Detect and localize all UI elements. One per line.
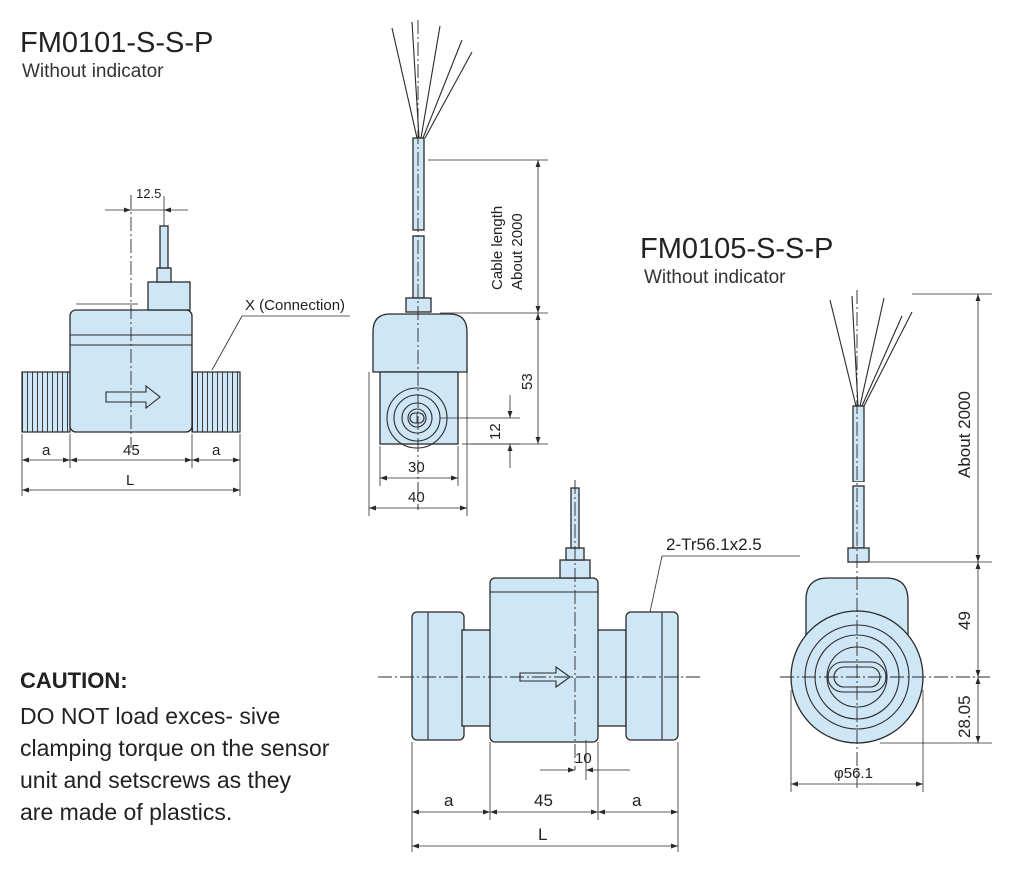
model2-pipe-right <box>595 629 627 727</box>
model2-nut-right <box>625 611 679 741</box>
model2-dim-height: 49 <box>955 611 974 630</box>
model1-sensor-stem <box>159 225 169 269</box>
model2-dim-radius: 28.05 <box>955 695 974 738</box>
model1-cable <box>412 137 425 231</box>
model2-nut-left <box>411 611 465 741</box>
model1-dim-width-outer: 40 <box>408 489 425 506</box>
model2-dim-about: About 2000 <box>955 391 974 478</box>
model2-flow-arrow <box>519 665 571 689</box>
model1-dim-L: L <box>126 472 134 489</box>
model1-cable-lower <box>412 235 425 299</box>
model1-dim-offset: 12.5 <box>136 186 161 201</box>
model1-head <box>372 313 468 373</box>
model2-dim-L: L <box>538 825 547 844</box>
model2-dim-diameter: φ56.1 <box>834 765 873 782</box>
model1-sensor-cap <box>147 281 191 311</box>
model2-dim-thread: 2-Tr56.1x2.5 <box>666 535 762 554</box>
model2-dim-offset: 10 <box>575 750 592 767</box>
model1-dim-connection: X (Connection) <box>245 297 345 314</box>
model2-side-view: 2-Tr56.1x2.5 10 a 45 a L <box>378 480 800 852</box>
model1-dim-center: 12 <box>487 423 504 440</box>
model2-dim-a-right: a <box>632 791 642 810</box>
model2-cable <box>852 405 865 483</box>
model1-front-view: Cable length About 2000 53 12 30 40 <box>368 20 548 516</box>
model1-dim-height: 53 <box>519 373 536 390</box>
model1-cable-gland <box>405 297 432 313</box>
model2-cable-lower <box>852 485 865 549</box>
model1-thread-left <box>21 371 71 433</box>
model2-subtitle: Without indicator <box>644 267 786 288</box>
model2-front-view: About 2000 49 28.05 φ56.1 <box>780 290 992 792</box>
model1-sensor-nut <box>156 267 172 283</box>
caution-title: CAUTION: <box>20 668 128 693</box>
model1-title: FM0101-S-S-P <box>20 27 213 59</box>
model2-pipe-left <box>461 629 493 727</box>
model2-body <box>489 577 599 743</box>
model1-dim-body: 45 <box>123 442 140 459</box>
model2-cable-gland <box>847 547 870 563</box>
model1-side-view: 12.5 X (Connection) a 45 a L <box>21 186 350 496</box>
model2-title: FM0105-S-S-P <box>640 233 833 265</box>
model2-dim-body: 45 <box>534 791 553 810</box>
model1-dim-a-right: a <box>212 442 221 459</box>
model1-dim-width-inner: 30 <box>408 459 425 476</box>
model1-flow-arrow <box>105 384 161 410</box>
model1-subtitle: Without indicator <box>22 61 164 82</box>
model1-dim-cable-about: About 2000 <box>509 213 526 290</box>
model2-dim-a-left: a <box>444 791 454 810</box>
model1-thread-right <box>191 371 241 433</box>
model1-dim-cable: Cable length <box>489 206 506 290</box>
caution-text: DO NOT load exces- sive clamping torque … <box>20 703 330 825</box>
model1-dim-a-left: a <box>42 442 51 459</box>
